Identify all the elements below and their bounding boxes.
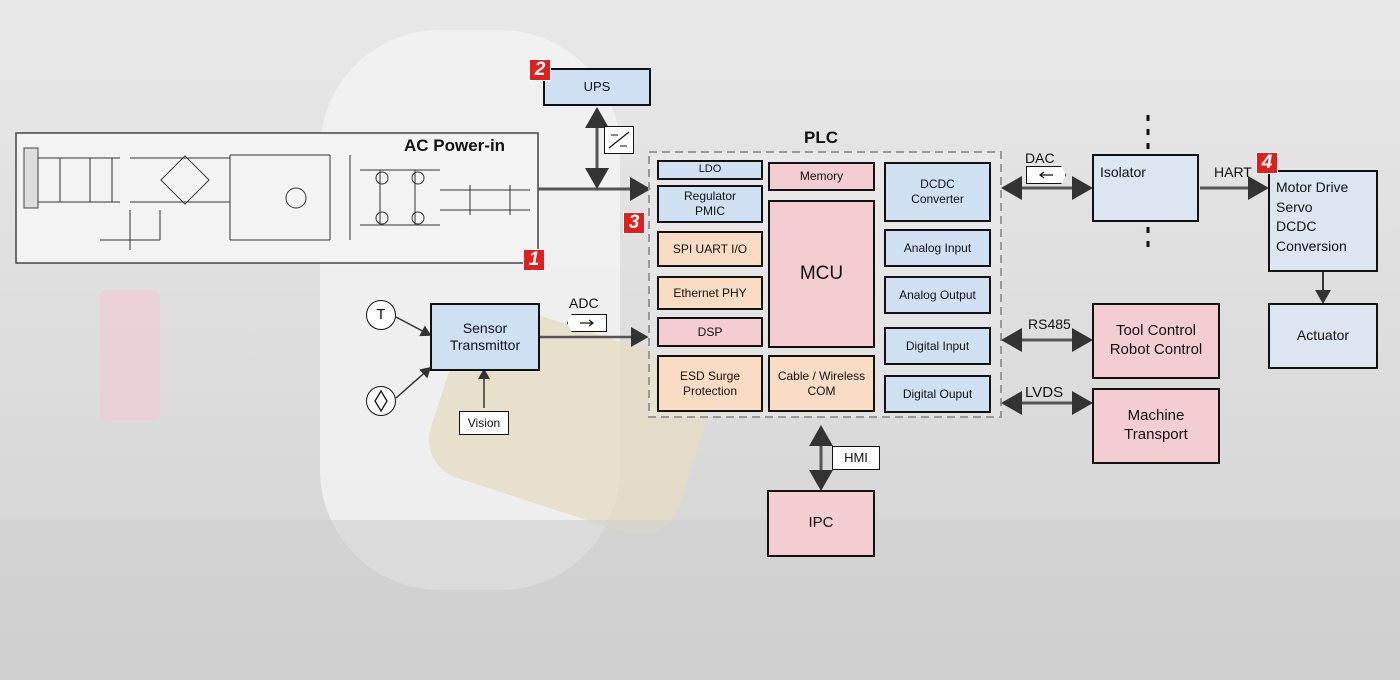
- machine-transport-box: Machine Transport: [1092, 388, 1220, 464]
- right-arrow-icon: [580, 319, 594, 327]
- ethernet-phy-label: Ethernet PHY: [673, 285, 747, 300]
- badge-3: 3: [623, 212, 645, 234]
- sensor-label-2: Transmittor: [449, 337, 521, 353]
- dcdc-label-2: Converter: [911, 192, 964, 206]
- adc-label: ADC: [569, 295, 599, 311]
- ethernet-phy-box: Ethernet PHY: [657, 276, 763, 310]
- mcu-box: MCU: [768, 200, 875, 348]
- tool-label-1: Tool Control: [1115, 322, 1197, 340]
- hart-label: HART: [1214, 164, 1252, 180]
- diamond-icon: [374, 390, 388, 412]
- badge-1: 1: [523, 249, 545, 271]
- actuator-label: Actuator: [1296, 327, 1350, 344]
- dac-direction-icon: [1026, 166, 1066, 184]
- machine-label-1: Machine: [1127, 407, 1185, 425]
- ups-box: UPS: [543, 68, 651, 106]
- analog-input-label: Analog Input: [903, 240, 972, 255]
- motor-drive-box: Motor Drive Servo DCDC Conversion: [1268, 170, 1378, 272]
- converter-icon: [608, 131, 630, 149]
- temperature-symbol-label: T: [376, 305, 386, 323]
- sensor-label-1: Sensor: [462, 319, 508, 336]
- floor-shape: [0, 520, 1400, 680]
- isolator-label: Isolator: [1100, 164, 1146, 180]
- esd-box: ESD Surge Protection: [657, 355, 763, 412]
- motor-label-1: Motor Drive: [1276, 179, 1349, 195]
- ac-power-title: AC Power-in: [404, 136, 506, 155]
- regulator-box: Regulator PMIC: [657, 185, 763, 223]
- dcdc-label-1: DCDC: [920, 177, 955, 191]
- ldo-box: LDO: [657, 160, 763, 180]
- badge-2: 2: [529, 59, 551, 81]
- spi-uart-box: SPI UART I/O: [657, 231, 763, 267]
- ipc-label: IPC: [808, 514, 834, 532]
- rs485-label: RS485: [1028, 316, 1071, 332]
- cable-label-1: Cable / Wireless: [777, 368, 866, 383]
- vision-box: Vision: [459, 411, 509, 435]
- machine-label-2: Transport: [1124, 426, 1188, 443]
- converter-symbol: [604, 126, 634, 154]
- vision-label: Vision: [467, 415, 501, 430]
- hmi-box: HMI: [832, 446, 880, 470]
- plc-title: PLC: [804, 128, 838, 147]
- mcu-label: MCU: [799, 263, 844, 285]
- sensor-transmitter-box: Sensor Transmittor: [430, 303, 540, 371]
- cable-wireless-box: Cable / Wireless COM: [768, 355, 875, 412]
- analog-output-box: Analog Output: [884, 276, 991, 314]
- badge-4: 4: [1256, 152, 1278, 174]
- esd-label-2: Protection: [682, 383, 738, 398]
- lvds-label: LVDS: [1025, 384, 1064, 401]
- ups-label: UPS: [583, 78, 611, 94]
- dsp-label: DSP: [697, 324, 723, 339]
- motor-label-3: DCDC: [1276, 218, 1317, 235]
- flow-sensor-icon: [366, 386, 396, 416]
- actuator-box: Actuator: [1268, 303, 1378, 369]
- analog-output-label: Analog Output: [899, 287, 976, 302]
- isolator-box: Isolator: [1092, 154, 1199, 222]
- cable-label-2: COM: [807, 383, 836, 398]
- memory-label: Memory: [799, 169, 844, 183]
- dcdc-converter-box: DCDC Converter: [884, 162, 991, 222]
- digital-input-box: Digital Input: [884, 327, 991, 365]
- ipc-box: IPC: [767, 490, 875, 557]
- hmi-label: HMI: [844, 449, 868, 465]
- pink-column-shape: [100, 290, 160, 420]
- ldo-label: LDO: [698, 163, 722, 176]
- pmic-label: PMIC: [695, 204, 725, 218]
- digital-output-box: Digital Ouput: [884, 375, 991, 413]
- regulator-label: Regulator: [683, 189, 737, 203]
- dsp-box: DSP: [657, 317, 763, 347]
- tool-control-box: Tool Control Robot Control: [1092, 303, 1220, 379]
- dac-label: DAC: [1025, 150, 1055, 166]
- spi-uart-label: SPI UART I/O: [672, 241, 748, 256]
- left-arrow-icon: [1039, 171, 1053, 179]
- motor-label-2: Servo: [1276, 198, 1313, 215]
- temperature-symbol: T: [366, 300, 396, 330]
- analog-input-box: Analog Input: [884, 229, 991, 267]
- motor-label-4: Conversion: [1276, 237, 1347, 254]
- memory-box: Memory: [768, 162, 875, 191]
- esd-label-1: ESD Surge: [679, 368, 741, 383]
- digital-input-label: Digital Input: [905, 338, 970, 353]
- ac-circuit-schematic: [15, 132, 539, 264]
- digital-output-label: Digital Ouput: [902, 386, 973, 401]
- tool-label-2: Robot Control: [1109, 341, 1203, 358]
- adc-direction-icon: [567, 314, 607, 332]
